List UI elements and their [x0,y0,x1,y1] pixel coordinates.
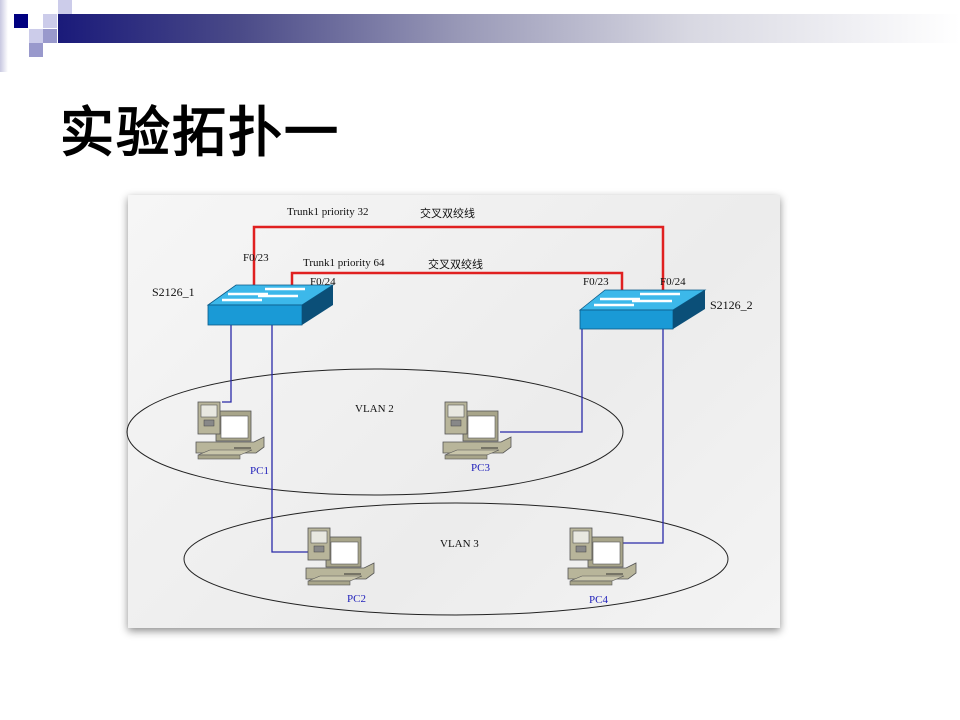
slide-title: 实验拓扑一 [60,100,340,164]
access-link-pc4 [622,328,664,544]
switch-s2126-2 [578,289,707,330]
sw2-port-f023: F0/23 [583,276,609,288]
decor-square [58,0,72,14]
sw1-port-f024: F0/24 [310,276,336,288]
pc1-label: PC1 [250,465,269,477]
switch-arrows-icon [222,287,305,302]
decor-square [29,43,43,57]
decor-square [43,29,57,43]
trunk2-label: Trunk1 priority 64 [303,257,385,269]
title-bar [58,14,960,43]
sw2-port-f024: F0/24 [660,276,686,288]
switch2-label: S2126_2 [710,298,753,312]
switch-arrows-icon [594,292,680,307]
decor-square [0,0,8,72]
vlan2-label: VLAN 2 [355,403,394,415]
decor-square [43,14,57,28]
switch1-label: S2126_1 [152,285,195,299]
vlan3-label: VLAN 3 [440,538,479,550]
pc4-label: PC4 [589,594,608,606]
vlan3-ellipse [183,502,729,616]
trunk1-cable-label: 交叉双绞线 [420,206,475,220]
access-link-pc3 [500,328,583,433]
decor-square [29,29,43,43]
pc2-computer-icon [305,527,375,586]
decor-square [14,14,28,28]
pc2-label: PC2 [347,593,366,605]
pc4-computer-icon [567,527,637,586]
switch-s2126-1 [206,284,335,326]
trunk1-label: Trunk1 priority 32 [287,206,369,218]
sw1-port-f023: F0/23 [243,252,269,264]
trunk-link-1 [252,225,665,300]
trunk-link-2 [290,271,624,294]
trunk2-cable-label: 交叉双绞线 [428,257,483,271]
pc3-label: PC3 [471,462,490,474]
pc3-computer-icon [442,401,512,460]
vlan2-ellipse [126,368,624,496]
access-link-pc1 [222,325,232,403]
access-link-pc2 [271,325,312,553]
pc1-computer-icon [195,401,265,460]
